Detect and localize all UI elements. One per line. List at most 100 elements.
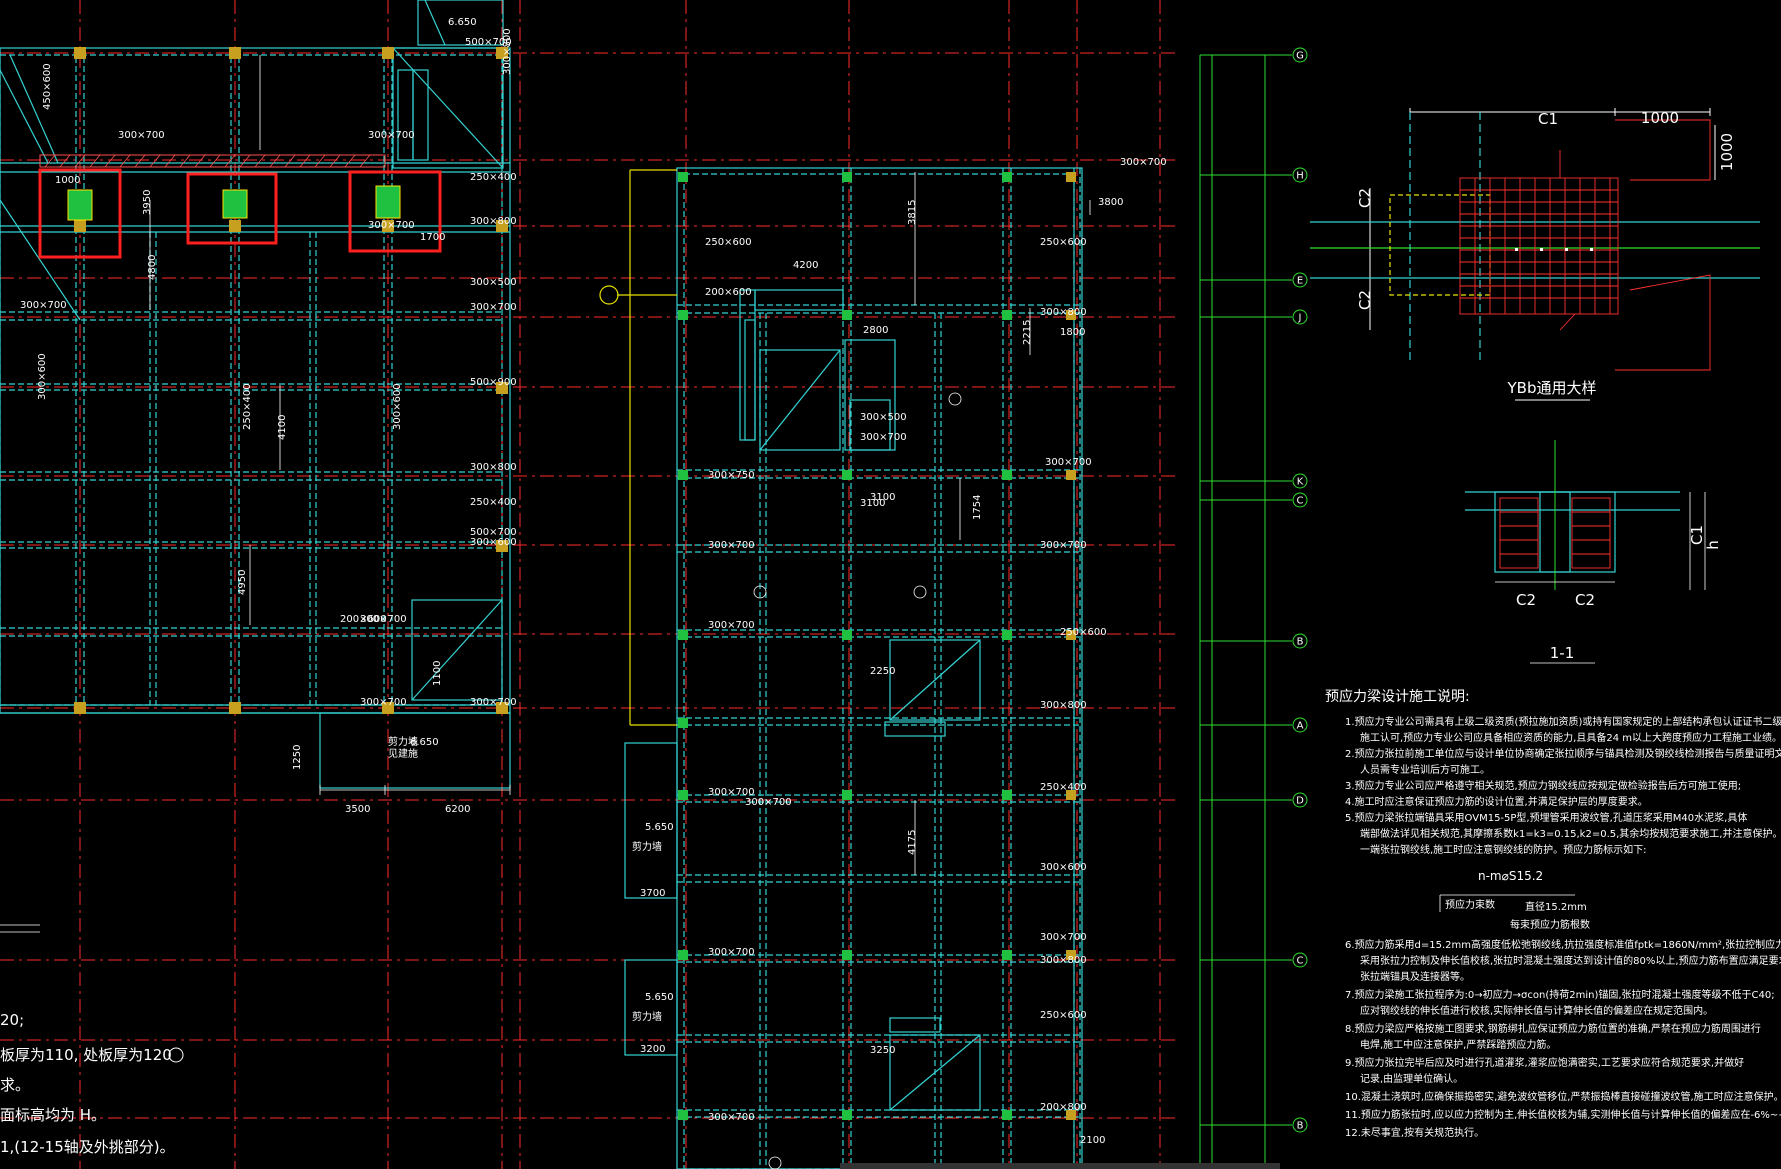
left-dim-11: 6.650 — [410, 737, 439, 748]
middle-beam-label-4: 300×700 — [708, 540, 755, 551]
middle-box-note-0: 5.650 — [645, 822, 674, 833]
ybb-detail-title: YBb通用大样 — [1507, 379, 1597, 397]
left-beam-label-14: 300×600 — [470, 537, 517, 548]
left-beam-label-13: 250×400 — [470, 497, 517, 508]
axis-bubble-4 — [1292, 473, 1308, 489]
middle-beam-label-23: 300×800 — [1040, 307, 1087, 318]
middle-dim-3: 3815 — [907, 200, 918, 225]
axis-bubble-2 — [1292, 272, 1308, 288]
axis-label-3: J — [1298, 313, 1302, 324]
general-note-line-5: 1,(12-15轴及外挑部分)。 — [0, 1138, 175, 1156]
formula-bundle-count: 预应力束数 — [1445, 898, 1495, 911]
axis-bubble-0 — [1292, 47, 1308, 63]
middle-beam-label-6: 300×700 — [745, 797, 792, 808]
middle-floor-plan — [624, 167, 1083, 1169]
middle-dim-1: 4200 — [793, 260, 818, 271]
note-item-12: 7.预应力梁施工张拉程序为:0→初应力→σcon(持荷2min)锚固,张拉时混凝… — [1345, 988, 1775, 1001]
axis-label-9: C — [1297, 956, 1304, 967]
middle-beam-label-14: 300×800 — [1040, 955, 1087, 966]
left-beam-label-2: 300×700 — [368, 220, 415, 231]
note-item-19: 11.预应力筋张拉时,应以应力控制为主,伸长值校核为辅,实测伸长值与计算伸长值的… — [1345, 1108, 1781, 1121]
left-beam-label-8: 500×900 — [470, 377, 517, 388]
highlight-box-3 — [348, 170, 442, 253]
middle-dim-4: 2215 — [1022, 320, 1033, 345]
axis-bubble-6 — [1292, 633, 1308, 649]
left-beam-label-1: 300×700 — [368, 130, 415, 141]
middle-box-note-3: 3200 — [640, 1044, 665, 1055]
left-beam-label-15: 200×600 — [340, 614, 387, 625]
left-box-note-0: 剪力墙 — [388, 735, 418, 748]
left-dim-10: 1250 — [292, 745, 303, 770]
note-item-15: 电焊,施工中应注意保护,严禁踩踏预应力筋。 — [1360, 1038, 1556, 1051]
left-dim-2: 450×600 — [42, 63, 53, 110]
design-notes: 预应力梁设计施工说明: 1.预应力专业公司需具有上级二级资质(预拉施加资质)或持… — [1325, 688, 1781, 1139]
note-item-2: 2.预应力张拉前施工单位应与设计单位协商确定张拉顺序与锚具检测及钢绞线检测报告与… — [1345, 747, 1781, 760]
middle-beam-label-11: 300×700 — [860, 432, 907, 443]
right-axis-lines — [1199, 55, 1266, 1169]
general-note-line-1: 20; — [0, 1011, 24, 1029]
axis-label-1: H — [1296, 171, 1304, 182]
middle-beam-label-19: 250×600 — [1040, 1010, 1087, 1021]
axis-bubble-3 — [1292, 309, 1308, 325]
middle-dim-7: 2250 — [870, 666, 895, 677]
middle-plan-labels: 300×700200×600250×600300×750300×700300×7… — [632, 157, 1167, 1146]
left-dim-13: 1700 — [420, 232, 445, 243]
middle-beam-label-15: 250×600 — [1040, 237, 1087, 248]
horizontal-scrollbar[interactable] — [840, 1163, 1280, 1169]
left-dim-6: 4100 — [277, 415, 288, 440]
middle-box-note-5: 剪力墙 — [632, 1010, 662, 1023]
middle-beam-label-13: 250×400 — [1040, 782, 1087, 793]
axis-label-4: K — [1297, 477, 1304, 488]
left-beam-label-7: 300×700 — [470, 302, 517, 313]
highlight-boxes — [38, 168, 442, 259]
middle-beam-label-10: 300×700 — [1045, 457, 1092, 468]
note-item-6: 5.预应力梁张拉端锚具采用OVM15-5P型,预埋管采用波纹管,孔道压浆采用M4… — [1345, 811, 1747, 824]
ybb-dim-1000-top: 1000 — [1641, 109, 1679, 127]
note-item-16: 9.预应力张拉完毕后应及时进行孔道灌浆,灌浆应饱满密实,工艺要求应符合规范要求,… — [1345, 1056, 1744, 1069]
ybb-dim-c2-a: C2 — [1356, 188, 1374, 208]
note-item-17: 记录,由监理单位确认。 — [1360, 1072, 1463, 1085]
middle-beam-label-1: 200×600 — [705, 287, 752, 298]
middle-box-note-4: 5.650 — [645, 992, 674, 1003]
left-beam-label-0: 300×700 — [118, 130, 165, 141]
middle-box-note-2: 3700 — [640, 888, 665, 899]
middle-dim-10: 2100 — [1080, 1135, 1105, 1146]
note-item-4: 3.预应力专业公司应严格遵守相关规范,预应力钢绞线应按规定做检验报告后方可施工使… — [1345, 779, 1741, 792]
note-item-11: 张拉端锚具及连接器等。 — [1360, 970, 1470, 983]
axis-label-8: D — [1296, 796, 1304, 807]
middle-dim-5: 1754 — [972, 495, 983, 520]
ybb-dim-c1: C1 — [1538, 110, 1558, 128]
axis-bubble-10 — [1292, 1117, 1308, 1133]
middle-beam-label-16: 300×700 — [1040, 540, 1087, 551]
middle-beam-label-2: 250×600 — [705, 237, 752, 248]
left-dim-3: 1000 — [55, 175, 80, 186]
left-dim-5: 4800 — [147, 255, 158, 280]
axis-bubble-9 — [1292, 952, 1308, 968]
middle-beam-label-22: 300×700 — [1040, 932, 1087, 943]
general-note-line-2: 板厚为110, 处板厚为120 — [0, 1046, 172, 1064]
left-dim-14: 300×800 — [502, 28, 513, 75]
middle-beam-label-20: 200×800 — [1040, 1102, 1087, 1113]
note-item-14: 8.预应力梁应严格按施工图要求,钢筋绑扎应保证预应力筋位置的准确,严禁在预应力筋… — [1345, 1022, 1761, 1035]
left-beam-label-9: 300×800 — [470, 462, 517, 473]
section-dim-c1: C1 — [1688, 525, 1706, 545]
formula-diameter: 直径15.2mm — [1525, 900, 1587, 913]
left-dim-9: 6200 — [445, 804, 470, 815]
section-dim-c2-right: C2 — [1575, 591, 1595, 609]
middle-beam-label-18: 300×800 — [1040, 700, 1087, 711]
left-beam-label-19: 300×700 — [360, 697, 407, 708]
left-plan-dimensions — [0, 55, 511, 933]
axis-label-6: B — [1297, 637, 1304, 648]
middle-beam-label-12: 250×600 — [1060, 627, 1107, 638]
middle-beam-label-17: 300×500 — [860, 412, 907, 423]
general-note-line-4: 面标高均为 H。 — [0, 1106, 106, 1124]
formula-strands-per-bundle: 每束预应力筋根数 — [1510, 918, 1590, 931]
middle-beam-label-5: 300×700 — [708, 620, 755, 631]
left-beam-label-4: 300×800 — [470, 216, 517, 227]
left-dim-1: 500×700 — [465, 37, 512, 48]
middle-beam-label-7: 300×700 — [708, 787, 755, 798]
middle-dim-0: 3800 — [1098, 197, 1123, 208]
section-dim-c2-left: C2 — [1516, 591, 1536, 609]
